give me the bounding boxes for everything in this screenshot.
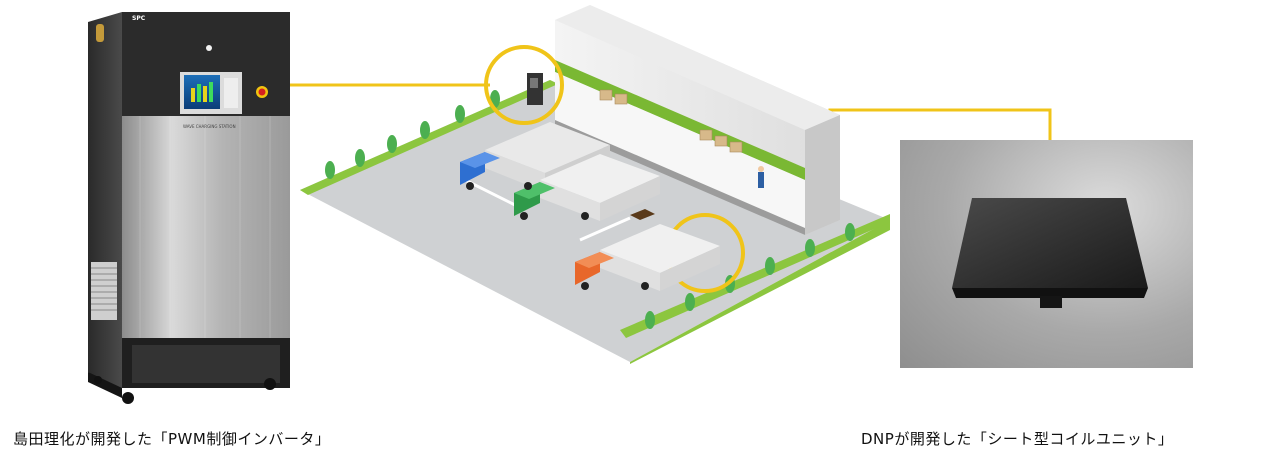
sheet-coil-unit <box>952 198 1148 308</box>
warehouse-illustration <box>300 5 890 364</box>
pwm-inverter-cabinet <box>88 12 290 404</box>
coil-unit-caption: DNPが開発した「シート型コイルユニット」 <box>861 430 1174 448</box>
cabinet-label: WAVE CHARGING STATION <box>183 124 236 129</box>
cabinet-brand: SPC <box>132 15 146 22</box>
inverter-caption: 島田理化が開発した「PWM制御インバータ」 <box>13 430 331 448</box>
